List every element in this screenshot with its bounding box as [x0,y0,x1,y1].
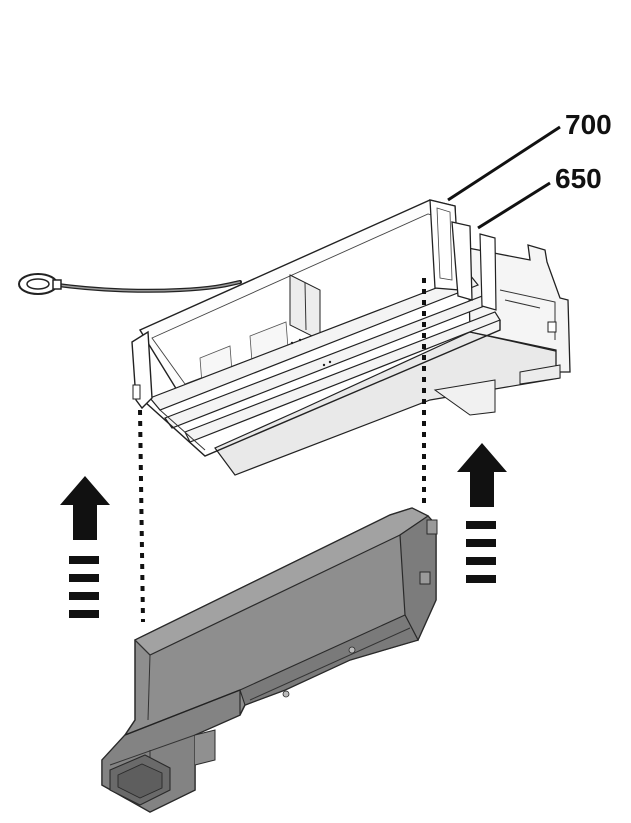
leader-line-700 [447,125,561,202]
air-duct [101,507,438,813]
leader-line-650 [477,181,551,230]
power-cord [18,273,242,295]
alignment-guides [138,278,426,623]
tray-housing [131,199,571,476]
callout-700: 700 [447,109,612,202]
callout-650: 650 [477,163,602,230]
callout-label-700: 700 [565,109,612,140]
guide-line-left [138,409,145,623]
up-arrow-right-icon [457,443,507,583]
callout-label-650: 650 [555,163,602,194]
plug-icon [18,273,62,295]
up-arrow-left-icon [60,476,110,618]
